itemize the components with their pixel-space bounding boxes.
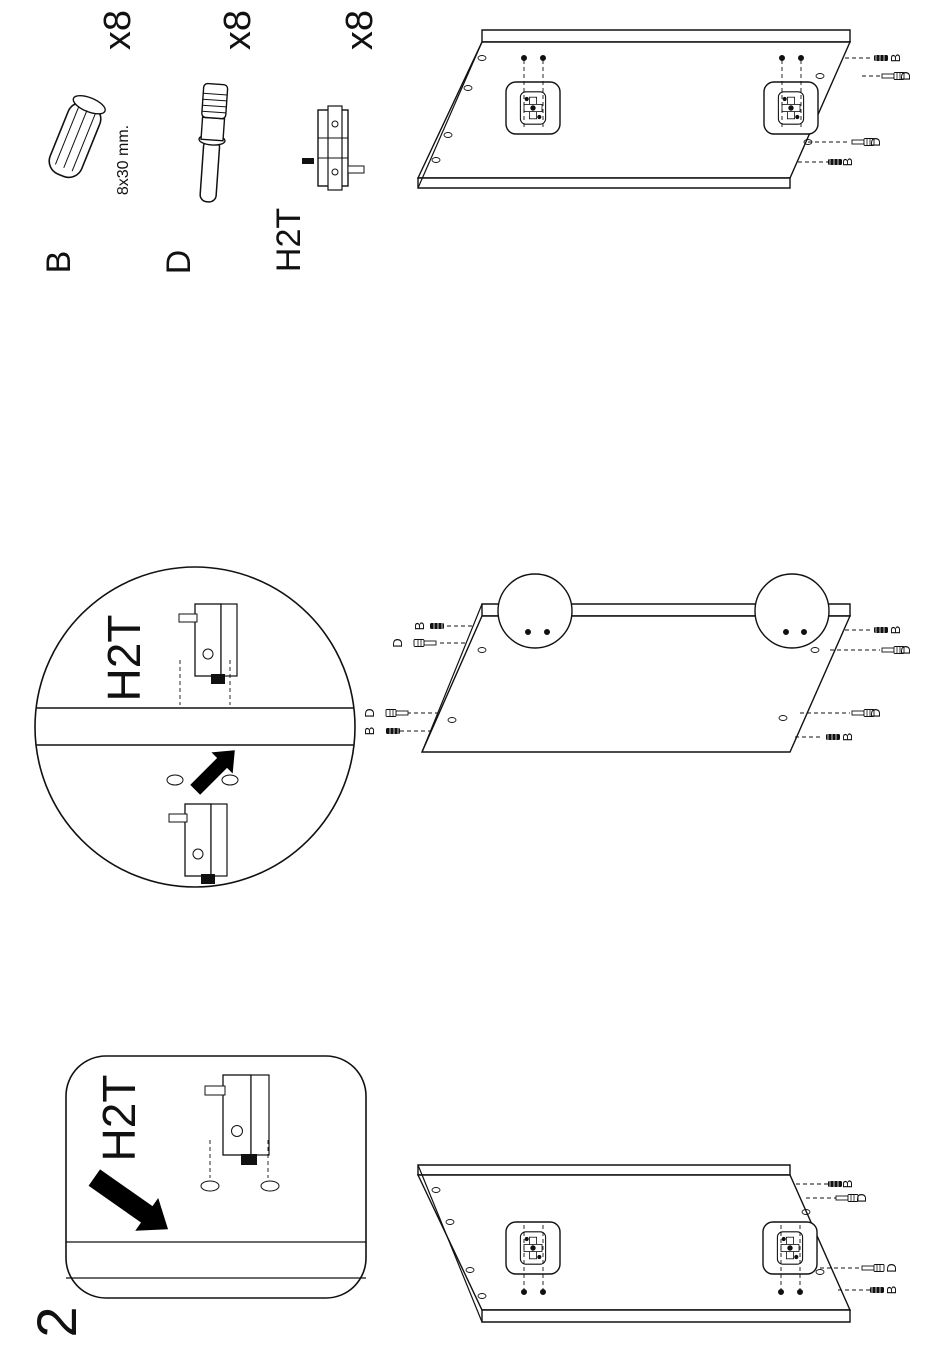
part-h2t-quantity: x8: [339, 10, 381, 50]
fastener-label-b: B: [840, 1180, 855, 1189]
circle-detail: H2T: [35, 567, 355, 887]
dowel-b-icon: [874, 55, 888, 61]
fastener-label-d: D: [884, 1263, 899, 1272]
part-d-letter: D: [160, 250, 198, 275]
detail-circle: [755, 574, 829, 648]
fastener-label-d: D: [898, 71, 913, 80]
fastener-label-d: D: [868, 708, 883, 717]
panel-diagram-bottom: [418, 1165, 870, 1322]
dowel-b-icon: [45, 92, 108, 182]
panel-diagram-top: [418, 30, 880, 188]
fastener-label-b: B: [362, 727, 377, 736]
hinge-h2t-icon: [506, 82, 560, 134]
cam-bolt-d-icon: [195, 83, 229, 203]
cam-bolt-d-icon: [862, 1265, 884, 1272]
fastener-label-d: D: [362, 708, 377, 717]
fastener-callouts-bottom: B D D B: [828, 1180, 899, 1295]
fastener-label-b: B: [884, 1286, 899, 1295]
fastener-label-b: B: [840, 733, 855, 742]
rounded-detail-label: H2T: [93, 1075, 145, 1162]
dowel-b-icon: [874, 627, 888, 633]
part-b: B 8x30 mm. x8: [40, 10, 139, 273]
dowel-b-icon: [870, 1287, 884, 1293]
part-d: D x8: [160, 10, 259, 274]
circle-detail-label: H2T: [98, 615, 150, 702]
fastener-label-d: D: [390, 638, 405, 647]
fastener-label-d: D: [898, 645, 913, 654]
part-h2t: H2T x8: [270, 10, 381, 272]
part-h2t-letter: H2T: [270, 208, 308, 272]
dowel-b-icon: [386, 728, 400, 734]
fastener-label-d: D: [854, 1193, 869, 1202]
hinge-h2t-icon: [763, 1222, 817, 1274]
hinge-h2t-icon: [506, 1222, 560, 1274]
part-b-quantity: x8: [97, 10, 139, 50]
parts-list: B 8x30 mm. x8 D: [40, 10, 381, 274]
part-b-size: 8x30 mm.: [115, 125, 132, 195]
part-d-quantity: x8: [217, 10, 259, 50]
fastener-callouts-top: B D D B: [828, 54, 913, 167]
panel-diagram-middle: [400, 574, 880, 752]
fastener-label-b: B: [840, 158, 855, 167]
hinge-h2t-icon: [302, 106, 364, 190]
fastener-label-b: B: [888, 54, 903, 63]
step-number: 2: [25, 1306, 88, 1337]
fastener-label-d: D: [868, 137, 883, 146]
cam-bolt-d-icon: [414, 640, 436, 647]
hinge-h2t-icon: [764, 82, 818, 134]
cam-bolt-d-icon: [386, 710, 408, 717]
fastener-label-b: B: [888, 626, 903, 635]
rounded-detail: H2T: [66, 1056, 366, 1298]
part-b-letter: B: [40, 251, 78, 274]
detail-circle: [498, 574, 572, 648]
dowel-b-icon: [430, 623, 444, 629]
dowel-b-icon: [826, 734, 840, 740]
fastener-label-b: B: [412, 622, 427, 631]
